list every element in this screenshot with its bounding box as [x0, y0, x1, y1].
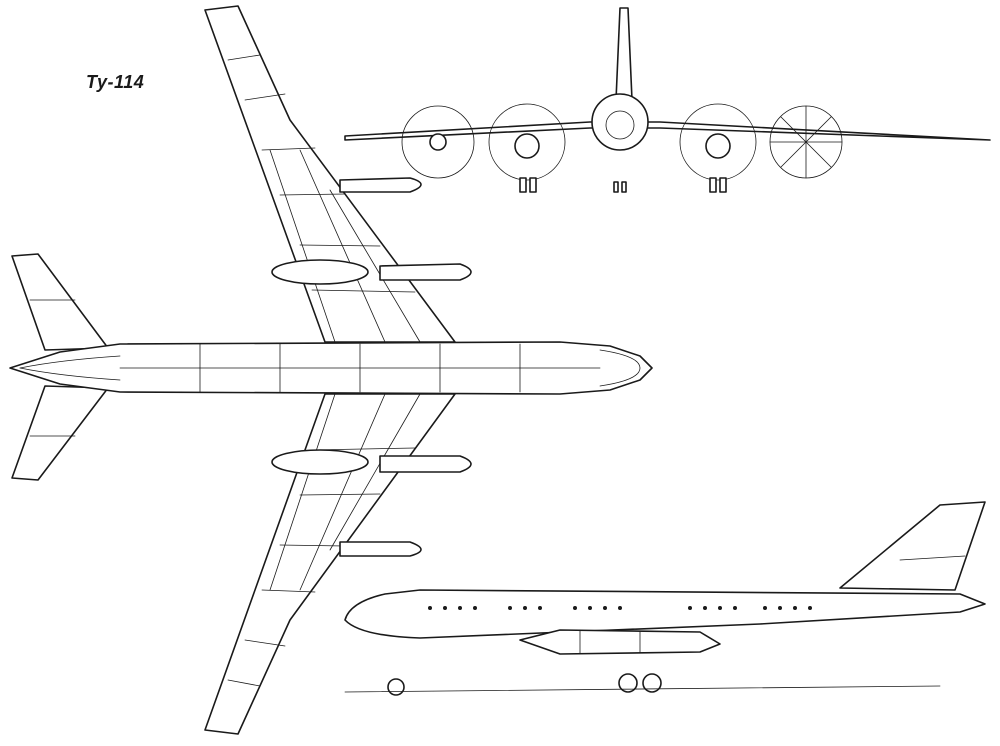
propeller-disc-3 — [679, 103, 757, 181]
fin-side — [839, 501, 986, 591]
propeller-blades — [769, 105, 843, 179]
cabin-windows — [428, 606, 812, 610]
fuselage-front — [591, 93, 649, 151]
tailplane-upper — [11, 253, 109, 351]
front-view — [344, 7, 991, 193]
propeller-disc-2 — [488, 103, 566, 181]
fuselage-side — [344, 589, 986, 639]
tailplane-lower — [11, 385, 109, 481]
ground-line — [344, 685, 941, 693]
nacelle-side — [519, 629, 721, 655]
wing-lower-panel-lines — [227, 393, 421, 687]
propeller-disc-1 — [401, 105, 475, 179]
aircraft-title: Ту-114 — [86, 72, 145, 92]
plan-view — [9, 5, 653, 735]
landing-gear-front — [519, 177, 727, 193]
side-view — [344, 501, 986, 696]
wing-upper-panel-lines — [227, 54, 421, 343]
landing-gear-side — [387, 673, 662, 696]
wing-upper — [204, 5, 456, 343]
engine-nacelles-lower — [271, 449, 472, 557]
fin-front — [615, 7, 633, 101]
engine-nacelles-upper — [271, 177, 472, 285]
